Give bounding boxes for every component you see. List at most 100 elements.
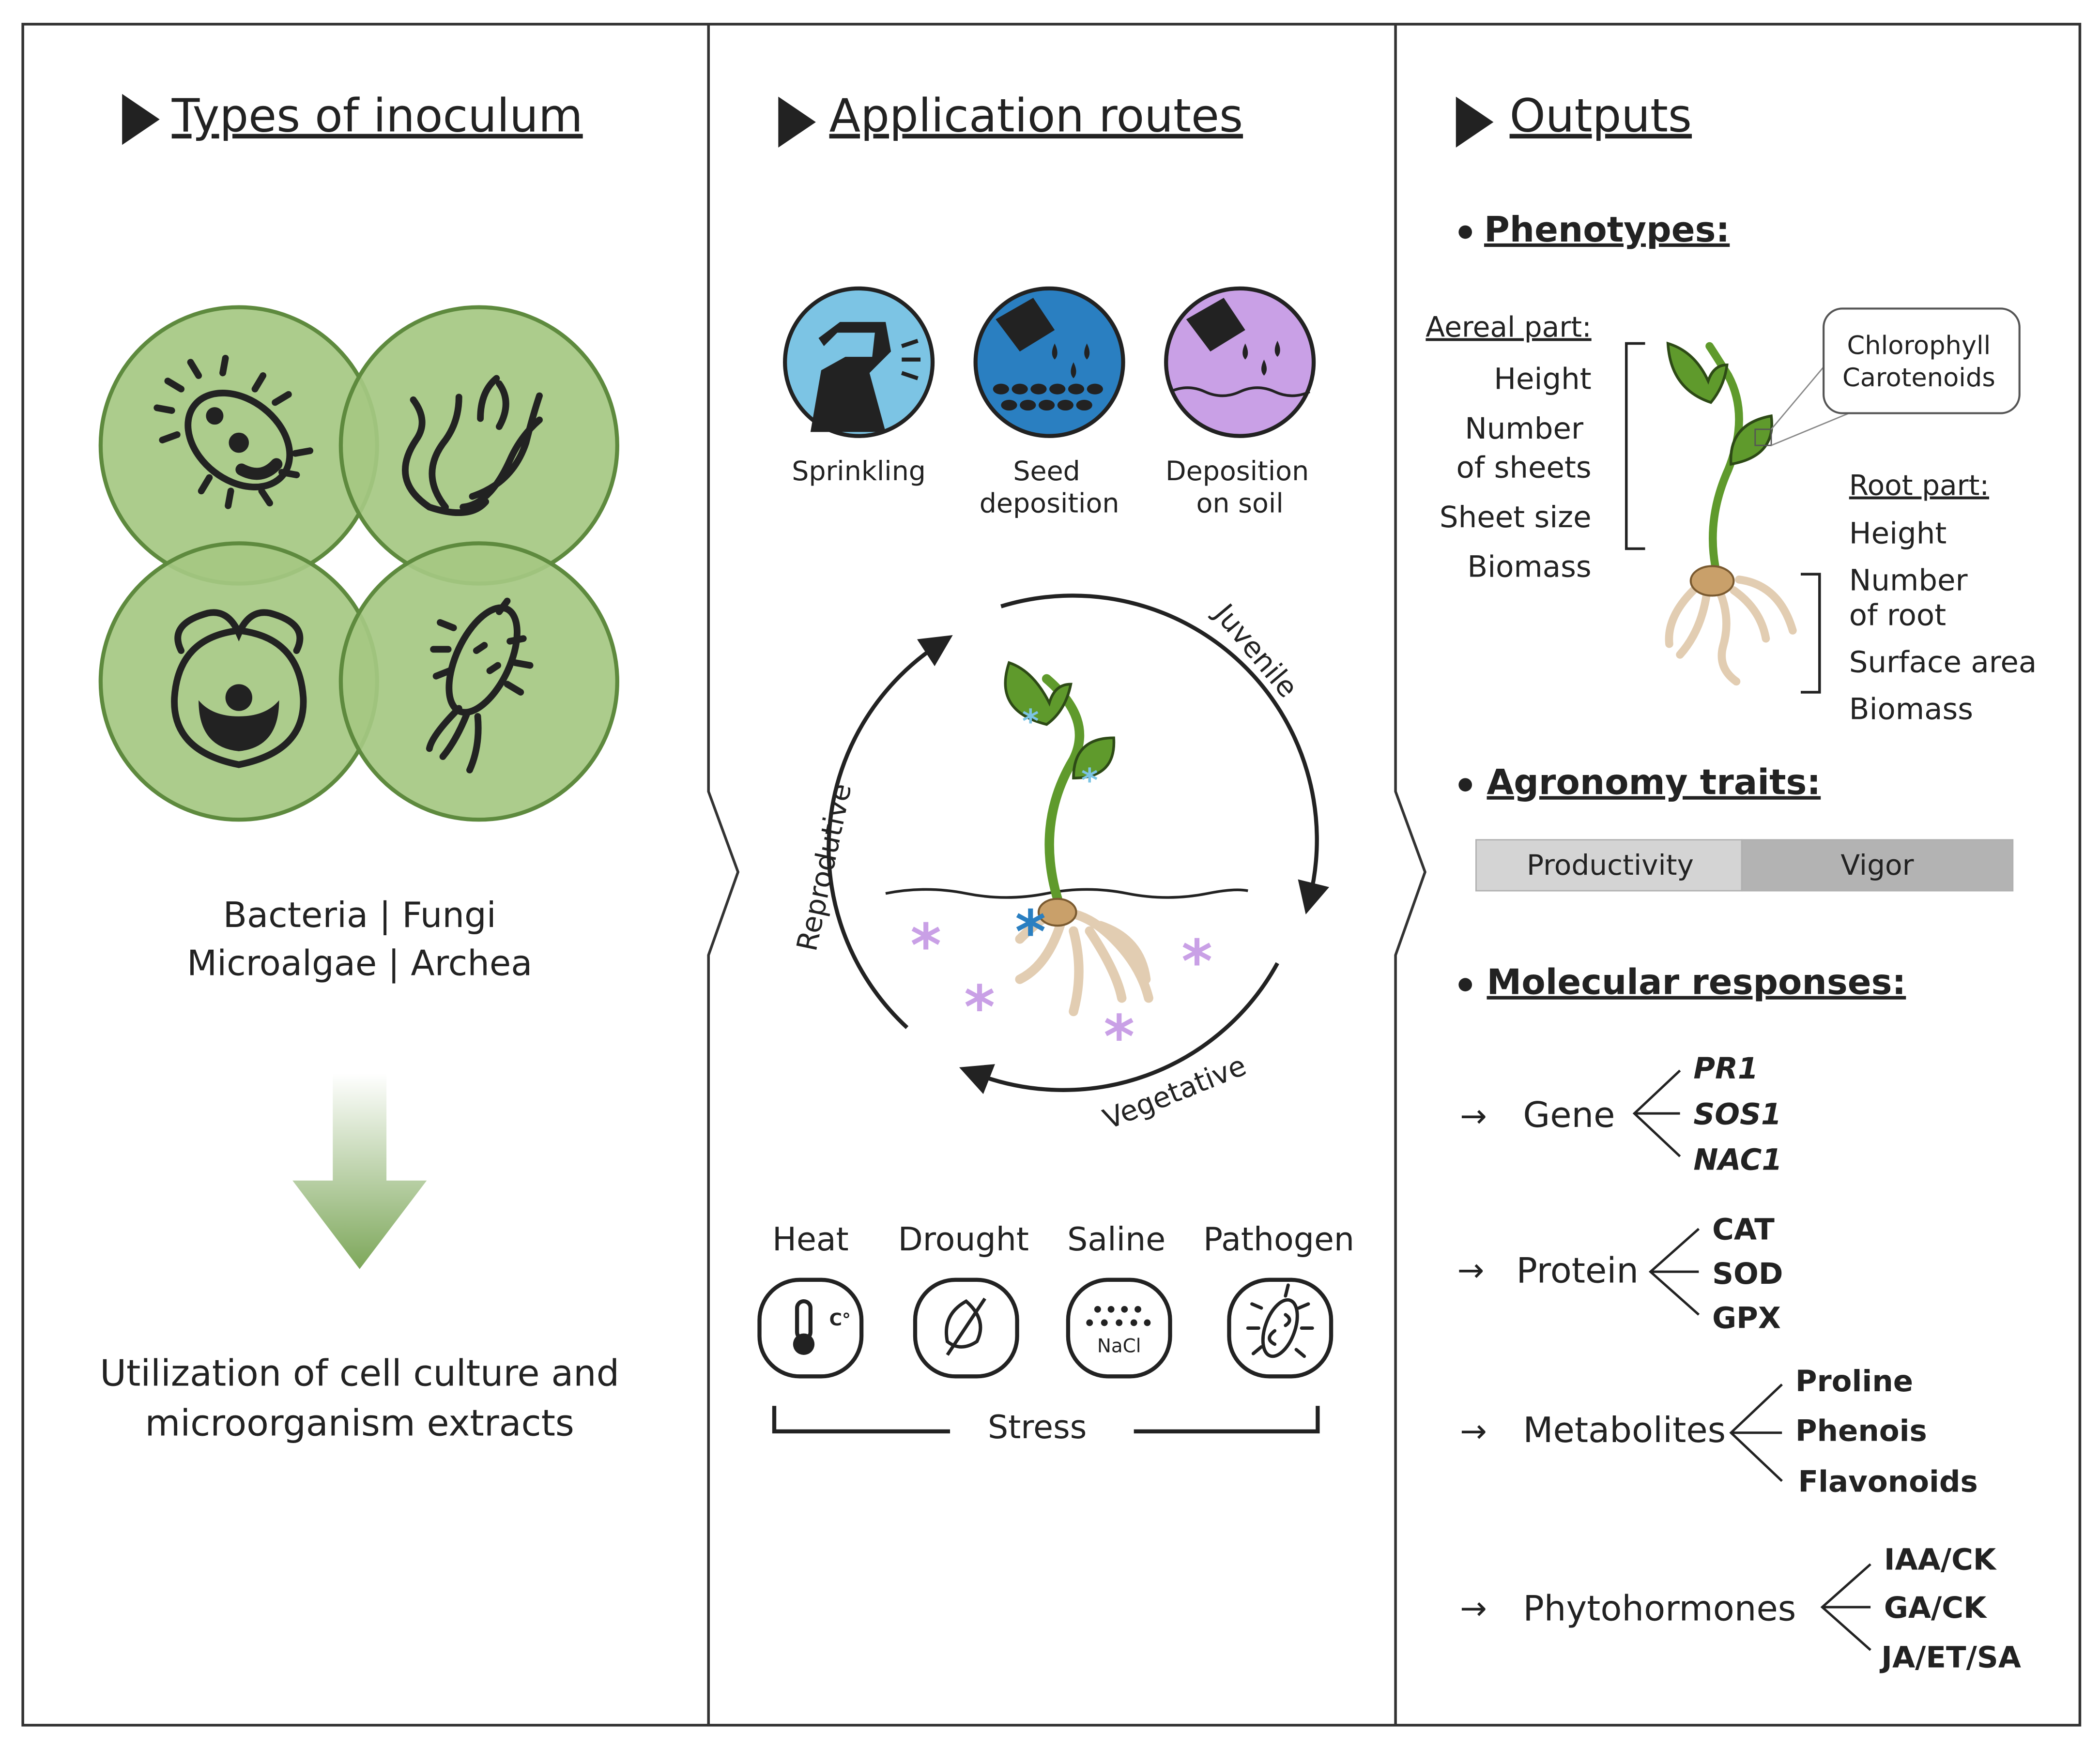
inoculum-note-line-2: microorganism extracts: [145, 1402, 574, 1444]
microbe-circles: [98, 305, 619, 822]
cycle-arrow-reproductive: [827, 635, 953, 1029]
method-label: on soil: [1196, 488, 1284, 519]
stress-label: Heat: [772, 1220, 849, 1258]
root-item: of root: [1849, 598, 1946, 632]
thermometer-icon: C°: [793, 1299, 851, 1355]
asterisk-icon: *: [1181, 927, 1212, 996]
pathogen-icon: [1246, 1283, 1314, 1358]
branch-icon: [1648, 1228, 1700, 1316]
pigment-callout-line: Chlorophyll: [1847, 331, 1991, 361]
molecular-item: IAA/CK: [1884, 1542, 1997, 1577]
molecular-item: PR1: [1693, 1051, 1758, 1086]
pigment-callout-line: Carotenoids: [1842, 363, 1995, 393]
bacteria-icon: [153, 355, 314, 509]
archea-circle: [338, 541, 619, 822]
stress-label-summary: Stress: [988, 1408, 1087, 1446]
aerial-item: Number: [1465, 411, 1584, 446]
stress-label: Drought: [898, 1220, 1029, 1258]
asterisk-icon: *: [1081, 761, 1098, 799]
molecular-item: NAC1: [1693, 1143, 1782, 1177]
microbe-types-line-1: Bacteria | Fungi: [223, 895, 496, 936]
molecular-category: Phytohormones: [1523, 1588, 1796, 1629]
molecular-item: SOS1: [1693, 1097, 1781, 1131]
dry-leaf-icon: [945, 1297, 986, 1356]
asterisk-icon: *: [910, 911, 941, 980]
microbe-types-line-2: Microalgae | Archea: [187, 943, 532, 984]
cycle-arrow-vegetative: [959, 962, 1279, 1094]
stress-drought: Drought: [898, 1220, 1029, 1379]
root-title: Root part:: [1849, 469, 1989, 502]
method-label: Seed: [1013, 456, 1080, 487]
method-deposition-on-soil: Deposition on soil: [1164, 286, 1316, 519]
aerial-bracket: [1625, 342, 1645, 550]
root-item: Surface area: [1849, 645, 2037, 679]
root-item: Number: [1849, 563, 1968, 597]
stress-heat: Heat C°: [757, 1220, 864, 1379]
routes-title: Application routes: [829, 90, 1243, 143]
asterisk-icon: *: [1022, 702, 1039, 740]
inoculum-title: Types of inoculum: [171, 90, 583, 143]
phenotype-plant: [1665, 341, 1850, 686]
title-triangle-icon: [122, 94, 160, 145]
method-label: Sprinkling: [792, 456, 926, 487]
arrow-icon: →: [1460, 1097, 1487, 1135]
method-seed-deposition: Seed deposition: [973, 286, 1125, 519]
molecular-item: GA/CK: [1884, 1591, 1988, 1625]
arrow-icon: →: [1460, 1412, 1487, 1450]
cycle-arrow-juvenile: [1000, 593, 1330, 915]
arrow-icon: →: [1457, 1251, 1485, 1289]
vigor-bar: [1741, 839, 2014, 892]
branch-icon: [1632, 1069, 1681, 1157]
method-sprinkling: Sprinkling: [783, 286, 935, 487]
salt-icon: [1086, 1306, 1151, 1326]
molecular-heading: Molecular responses:: [1487, 962, 1906, 1003]
cycle-label-reproductive: Reprodutive: [790, 780, 858, 954]
salt-badge: NaCl: [1097, 1335, 1141, 1357]
cycle-label-juvenile: Juvenile: [1207, 596, 1304, 703]
seedling-illustration: [885, 661, 1248, 1017]
aerial-item: Sheet size: [1440, 500, 1592, 534]
method-label: Deposition: [1165, 456, 1309, 487]
panel-routes: Application routes Sprinkling Seed depos…: [757, 90, 1354, 1446]
branch-icon: [1820, 1563, 1871, 1651]
trait-label: Vigor: [1840, 849, 1914, 882]
pigment-callout: [1823, 307, 2021, 414]
agronomy-heading: Agronomy traits:: [1487, 762, 1821, 803]
asterisk-icon: *: [1015, 898, 1046, 967]
molecular-item: CAT: [1712, 1213, 1775, 1247]
stress-bracket: [772, 1406, 1320, 1434]
microalgae-icon: [171, 609, 307, 768]
life-cycle: [827, 593, 1330, 1094]
stress-label: Pathogen: [1203, 1220, 1354, 1258]
microalgae-circle: [98, 541, 379, 822]
root-item: Biomass: [1849, 692, 1973, 726]
outputs-title: Outputs: [1510, 90, 1692, 143]
trait-label: Productivity: [1527, 849, 1694, 882]
archea-icon: [426, 597, 534, 774]
fungi-icon: [402, 375, 543, 517]
down-arrow-icon: [292, 1073, 427, 1269]
root-item: Height: [1849, 516, 1947, 550]
asterisk-icon: *: [964, 973, 995, 1042]
panel-outputs: Outputs Phenotypes: Aereal part: Height …: [1426, 90, 2037, 1675]
aerial-item: Height: [1494, 362, 1592, 396]
arrow-icon: →: [1460, 1589, 1487, 1627]
root-bracket: [1801, 573, 1821, 694]
asterisk-markers: * * * * * * *: [910, 702, 1212, 1071]
title-triangle-icon: [1456, 96, 1494, 148]
asterisk-icon: *: [1104, 1003, 1134, 1071]
molecular-item: JA/ET/SA: [1879, 1641, 2021, 1675]
molecular-item: Flavonoids: [1798, 1465, 1977, 1499]
svg-text:C°: C°: [829, 1310, 851, 1330]
inoculum-note-line-1: Utilization of cell culture and: [100, 1353, 619, 1395]
watering-soil-icon: [1169, 298, 1310, 397]
branch-icon: [1729, 1383, 1783, 1482]
molecular-item: SOD: [1712, 1257, 1783, 1291]
molecular-item: Phenois: [1795, 1414, 1927, 1448]
aerial-title: Aereal part:: [1426, 311, 1591, 344]
molecular-category: Gene: [1523, 1094, 1615, 1135]
aerial-item: Biomass: [1467, 550, 1591, 584]
molecular-item: Proline: [1795, 1364, 1913, 1398]
molecular-category: Metabolites: [1523, 1410, 1726, 1450]
